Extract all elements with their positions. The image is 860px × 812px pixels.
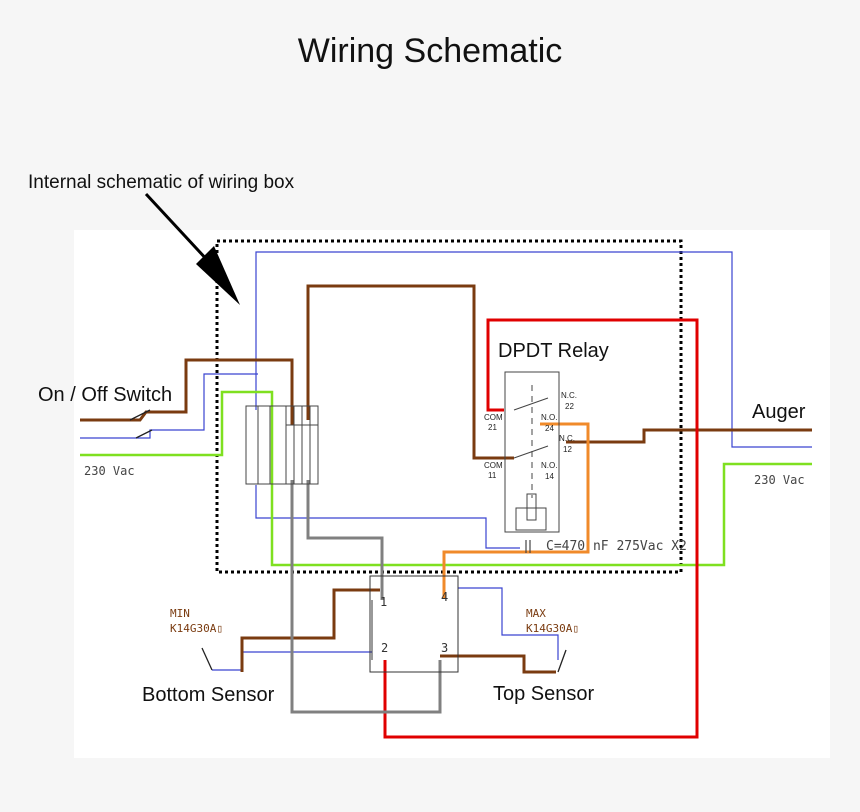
brown-wire-relay-com (306, 284, 514, 460)
max-sensor-switch (557, 649, 567, 673)
relay-pin-no24: N.O. (541, 413, 557, 422)
supply-right-label: 230 Vac (754, 473, 805, 487)
max-label: MAX (526, 607, 546, 620)
relay-pin-com11: COM (484, 461, 503, 470)
blue-wire-sensor-max (458, 587, 559, 660)
capacitor (525, 540, 531, 553)
min-label: MIN (170, 607, 190, 620)
brown-wires (80, 284, 812, 674)
brown-wire-max-sensor (440, 654, 556, 674)
capacitor-label: C=470 nF 275Vac X2 (546, 539, 687, 554)
blue-wire-relay (255, 485, 520, 549)
relay-pin-24: 24 (545, 424, 554, 433)
min-part-label: K14G30A▯ (170, 622, 223, 635)
brown-wire-switch-top (80, 358, 294, 425)
gray-wire-sensor (306, 480, 384, 600)
top-sensor-label: Top Sensor (493, 683, 595, 705)
relay-pin-14: 14 (545, 472, 554, 481)
wiring-box-outline (215, 239, 683, 574)
drawing-panel (74, 230, 830, 758)
orange-wire-relay-no (442, 422, 590, 598)
blue-wire-switch (80, 373, 258, 439)
terminal-block (245, 405, 319, 485)
red-wire-loop (383, 318, 699, 739)
relay-pin-22: 22 (565, 402, 574, 411)
max-part-label: K14G30A▯ (526, 622, 579, 635)
relay-coil (515, 507, 547, 531)
gray-wire-bottom (290, 480, 442, 714)
junction-box-outline (369, 575, 459, 673)
sensor-switches (201, 647, 567, 673)
gray-wires (290, 480, 442, 714)
bottom-sensor-label: Bottom Sensor (142, 684, 275, 706)
relay-pin-nc22: N.C. (561, 391, 577, 400)
orange-wires (442, 422, 590, 598)
relay-pin-11: 11 (488, 471, 497, 480)
annotation-arrow-head (196, 246, 240, 305)
relay-pin-12: 12 (563, 445, 572, 454)
diagram-title: Wiring Schematic (297, 32, 563, 70)
on-off-switch (129, 409, 153, 439)
auger-label: Auger (752, 401, 806, 423)
blue-wire-auger-top (255, 251, 812, 448)
red-wires (383, 318, 699, 739)
brown-wire-min-sensor (240, 588, 380, 672)
relay-pin-21: 21 (488, 423, 497, 432)
relay-pin-no14: N.O. (541, 461, 557, 470)
relay-outline (504, 371, 560, 533)
terminal-block-outer (245, 405, 319, 485)
on-off-switch-label: On / Off Switch (38, 384, 172, 406)
relay-body (504, 371, 560, 533)
terminal-4: 4 (441, 590, 448, 604)
terminal-3: 3 (441, 641, 448, 655)
green-wires (80, 390, 812, 567)
green-wire-main (80, 390, 812, 567)
terminal-1: 1 (380, 595, 387, 609)
terminal-2: 2 (381, 641, 388, 655)
annotation-text: Internal schematic of wiring box (28, 172, 295, 193)
sensor-junction-box (369, 575, 459, 673)
relay-pin-nc12: N.C. (559, 434, 575, 443)
relay-label: DPDT Relay (498, 340, 609, 362)
brown-wire-auger (566, 428, 812, 444)
relay-pin-com21: COM (484, 413, 503, 422)
supply-left-label: 230 Vac (84, 464, 135, 478)
min-sensor-switch (201, 647, 213, 671)
